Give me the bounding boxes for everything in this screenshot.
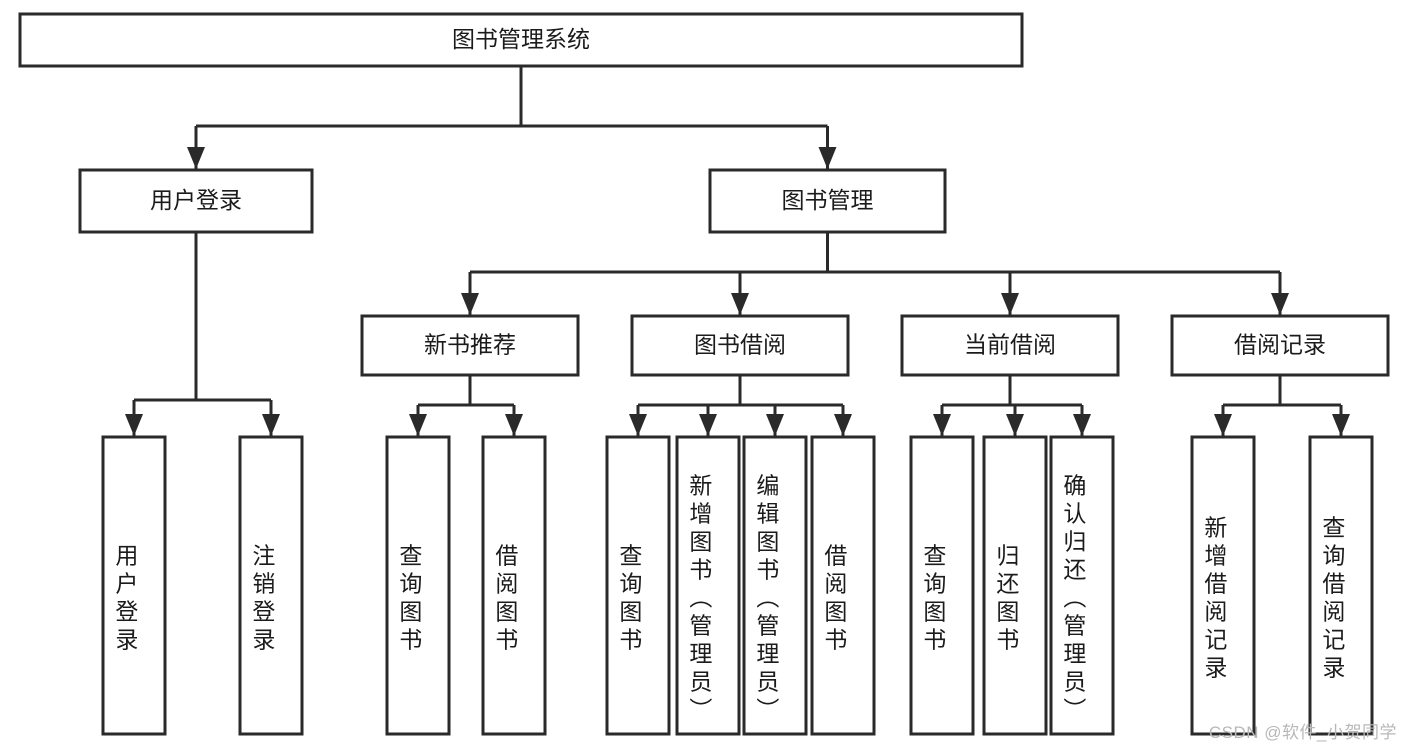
leaf-node-2-查询图书[interactable]: 查询图书 [385, 435, 451, 736]
node-label: 查询图书 [396, 544, 423, 656]
arrow-head-icon [505, 414, 523, 436]
node-box [982, 435, 1048, 736]
node-label: 图书管理 [782, 187, 874, 213]
arrow-head-icon [766, 414, 784, 436]
leaf-node-5-新增图书管理员[interactable]: 新增图书（管理员） [675, 435, 741, 736]
leaf-node-7-借阅图书[interactable]: 借阅图书 [810, 435, 876, 736]
node-label: 图书管理系统 [452, 26, 590, 52]
branch-node-2-当前借阅[interactable]: 当前借阅 [900, 314, 1120, 377]
node-box [238, 435, 304, 736]
node-box [675, 435, 741, 736]
node-box [101, 435, 167, 736]
node-box [1049, 435, 1115, 736]
leaf-node-1-注销登录[interactable]: 注销登录 [238, 435, 304, 736]
node-box [1170, 314, 1390, 377]
node-box [810, 435, 876, 736]
arrow-head-icon [1214, 414, 1232, 436]
node-label: 用户登录 [150, 187, 242, 213]
node-label: 借阅记录 [1234, 332, 1326, 358]
arrow-head-icon [933, 414, 951, 436]
arrow-head-icon [461, 293, 479, 315]
leaf-node-9-归还图书[interactable]: 归还图书 [982, 435, 1048, 736]
node-box [18, 12, 1024, 68]
node-label: 注销登录 [249, 544, 276, 656]
leaf-node-12-查询借阅记录[interactable]: 查询借阅记录 [1308, 435, 1374, 736]
node-label: 确认归还（管理员） [1060, 474, 1087, 726]
node-box [1308, 435, 1374, 736]
node-label: 新增图书（管理员） [686, 474, 713, 726]
node-label: 图书借阅 [694, 332, 786, 358]
node-label: 编辑图书（管理员） [753, 474, 780, 726]
root-node-0-图书管理系统[interactable]: 图书管理系统 [18, 12, 1024, 68]
node-label: 查询图书 [920, 544, 947, 656]
leaf-node-4-查询图书[interactable]: 查询图书 [605, 435, 671, 736]
arrow-head-icon [699, 414, 717, 436]
leaf-node-0-用户登录[interactable]: 用户登录 [101, 435, 167, 736]
node-box [481, 435, 547, 736]
arrow-head-icon [1271, 293, 1289, 315]
node-box [630, 314, 850, 377]
arrow-head-icon [125, 414, 143, 436]
node-box [78, 168, 314, 234]
leaf-node-10-确认归还管理员[interactable]: 确认归还（管理员） [1049, 435, 1115, 736]
arrow-head-icon [1006, 414, 1024, 436]
node-label: 当前借阅 [964, 332, 1056, 358]
node-label: 新书推荐 [424, 332, 516, 358]
node-box [360, 314, 580, 377]
node-label: 新增借阅记录 [1201, 516, 1228, 684]
node-box [605, 435, 671, 736]
arrow-head-icon [834, 414, 852, 436]
node-box [1190, 435, 1256, 736]
connector-layer [125, 66, 1350, 437]
branch-node-1-图书管理[interactable]: 图书管理 [708, 168, 947, 234]
node-box [742, 435, 808, 736]
branch-node-1-图书借阅[interactable]: 图书借阅 [630, 314, 850, 377]
arrow-head-icon [818, 147, 837, 169]
branch-node-0-用户登录[interactable]: 用户登录 [78, 168, 314, 234]
node-label: 用户登录 [112, 544, 139, 656]
arrow-head-icon [731, 293, 749, 315]
arrow-head-icon [262, 414, 280, 436]
leaf-node-6-编辑图书管理员[interactable]: 编辑图书（管理员） [742, 435, 808, 736]
arrow-head-icon [1001, 293, 1019, 315]
arrow-head-icon [1073, 414, 1091, 436]
node-label: 归还图书 [993, 544, 1020, 656]
arrow-head-icon [187, 147, 205, 169]
arrow-head-icon [409, 414, 427, 436]
node-label: 查询借阅记录 [1319, 516, 1346, 684]
node-box [909, 435, 975, 736]
node-box [708, 168, 947, 234]
leaf-node-3-借阅图书[interactable]: 借阅图书 [481, 435, 547, 736]
node-layer: 图书管理系统用户登录图书管理新书推荐图书借阅当前借阅借阅记录用户登录注销登录查询… [18, 12, 1390, 736]
arrow-head-icon [1332, 414, 1350, 436]
leaf-node-8-查询图书[interactable]: 查询图书 [909, 435, 975, 736]
node-box [900, 314, 1120, 377]
branch-node-3-借阅记录[interactable]: 借阅记录 [1170, 314, 1390, 377]
leaf-node-11-新增借阅记录[interactable]: 新增借阅记录 [1190, 435, 1256, 736]
branch-node-0-新书推荐[interactable]: 新书推荐 [360, 314, 580, 377]
node-label: 借阅图书 [821, 544, 848, 656]
node-box [385, 435, 451, 736]
arrow-head-icon [629, 414, 647, 436]
node-label: 查询图书 [616, 544, 643, 656]
node-label: 借阅图书 [492, 544, 519, 656]
